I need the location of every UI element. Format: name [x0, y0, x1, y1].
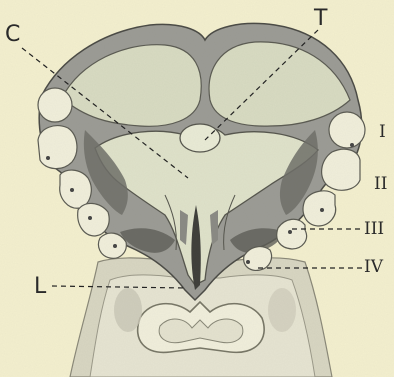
label-t: T: [314, 8, 327, 30]
label-arch-ii: II: [374, 176, 387, 193]
label-arch-iv: IV: [364, 259, 383, 276]
label-c: C: [5, 24, 20, 46]
label-l: L: [34, 276, 46, 298]
label-arch-iii: III: [364, 221, 384, 238]
label-arch-i: I: [379, 124, 386, 141]
